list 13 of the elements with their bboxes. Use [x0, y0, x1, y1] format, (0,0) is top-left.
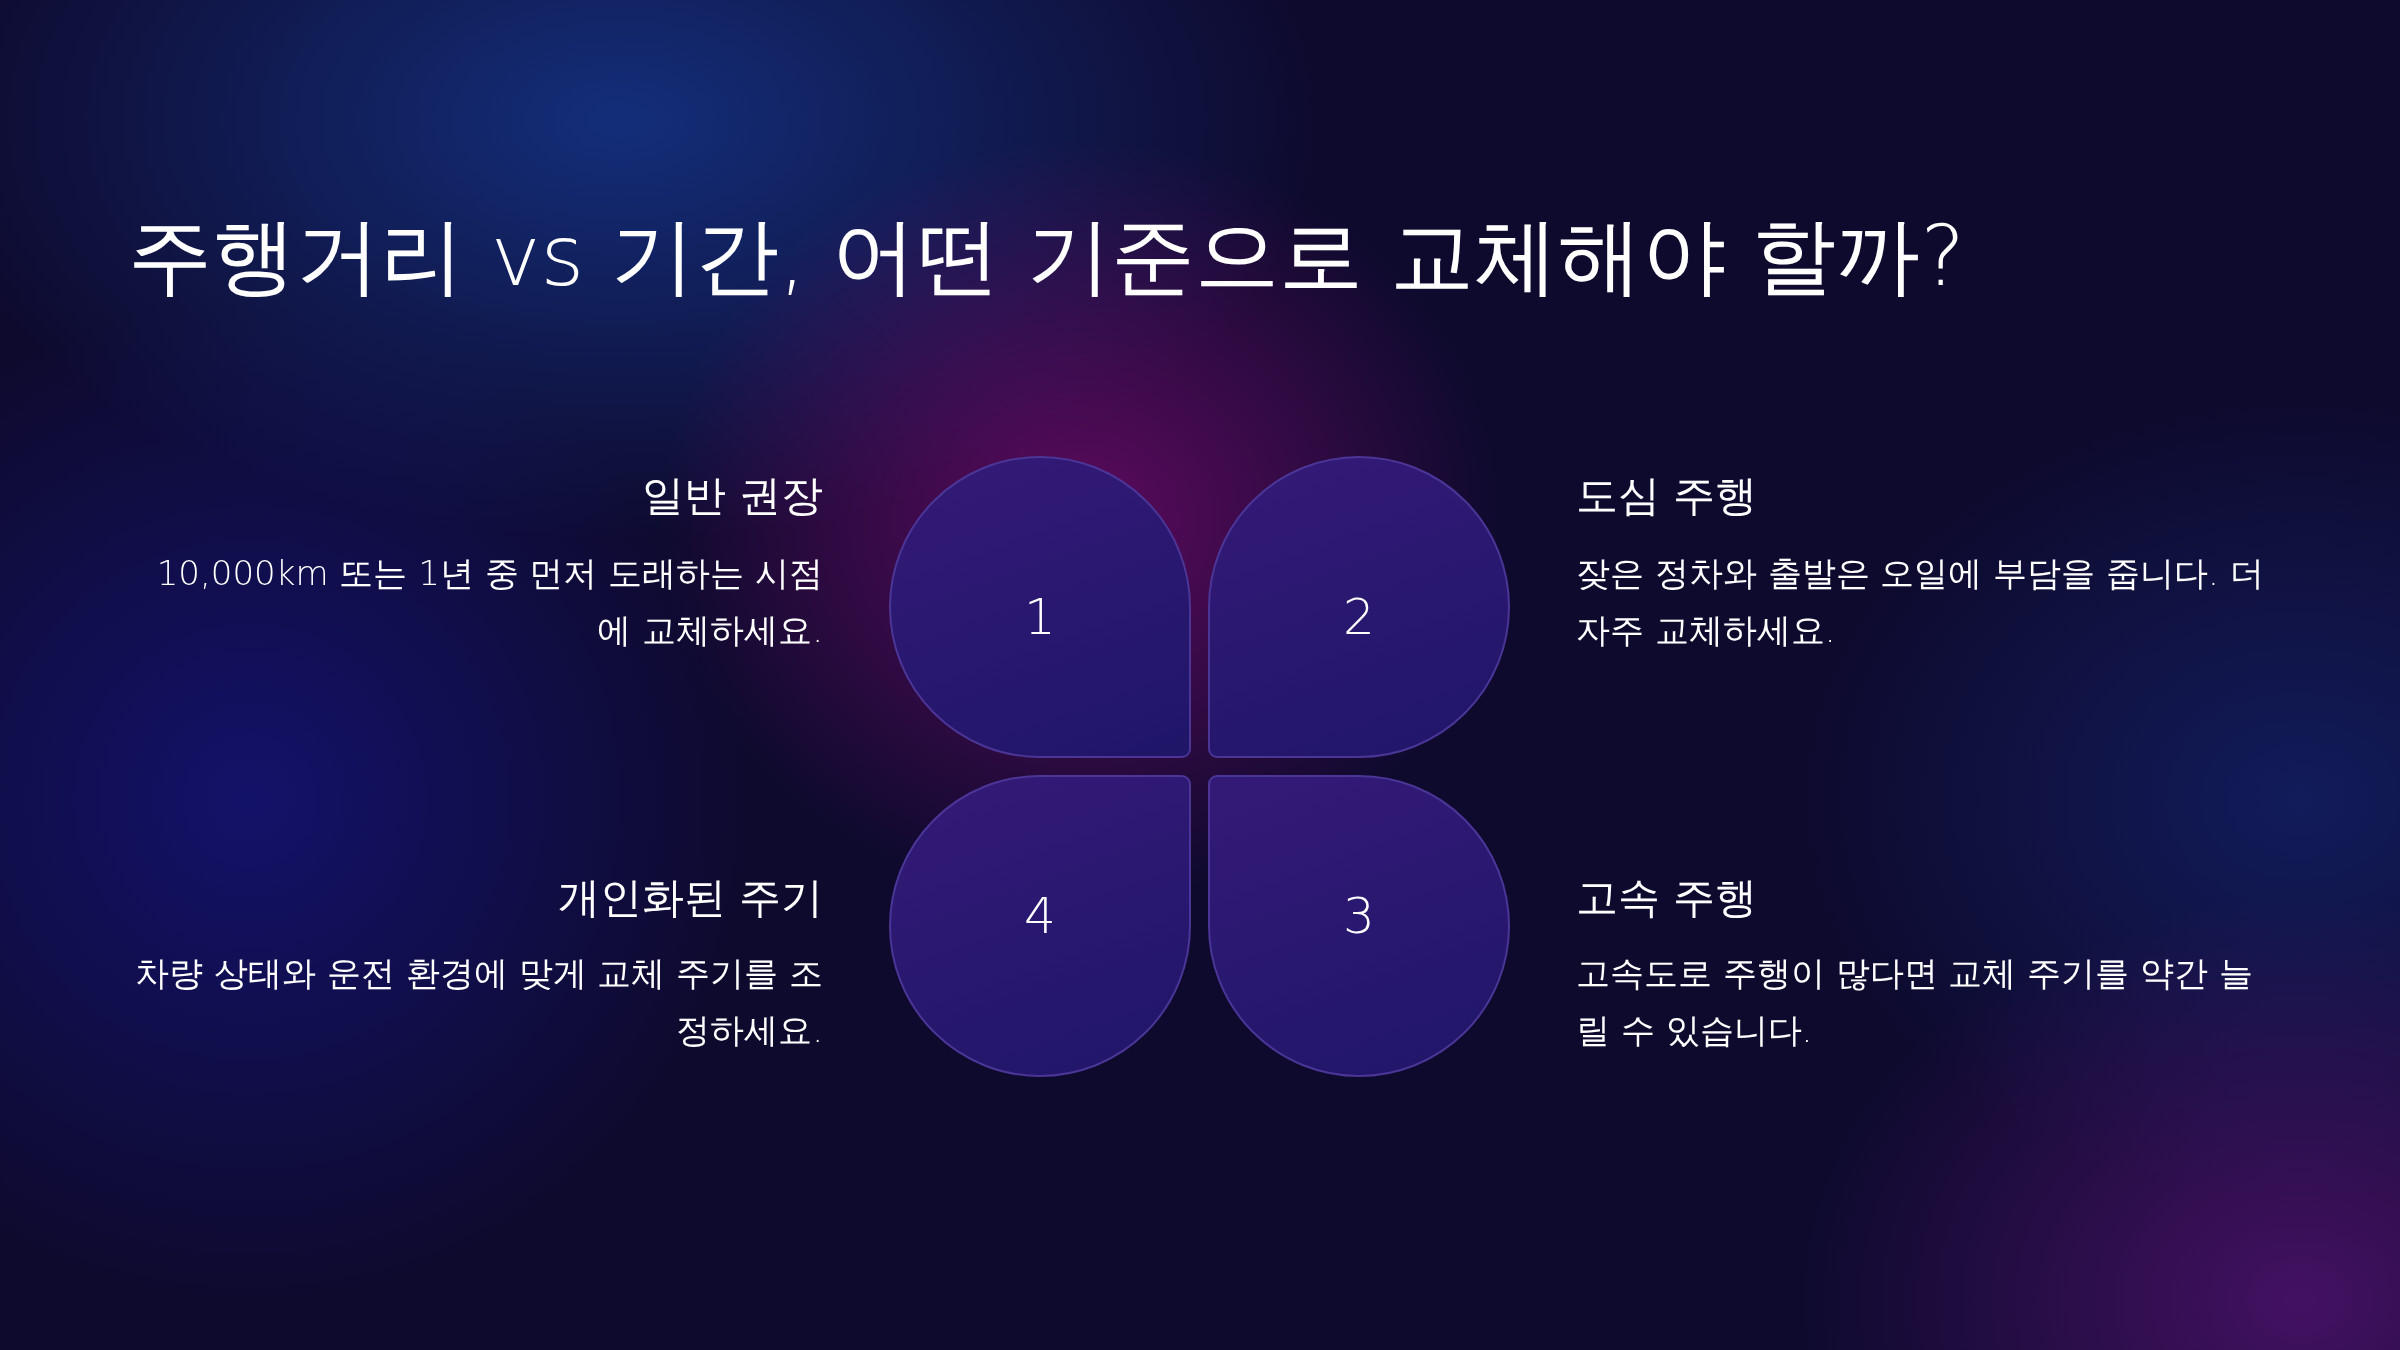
step-heading: 도심 주행 [1576, 470, 1759, 522]
petal-shape: 1 [889, 456, 1191, 758]
step-description: 고속도로 주행이 많다면 교체 주기를 약간 늘릴 수 있습니다. [1576, 952, 2254, 1052]
step-heading: 개인화된 주기 [556, 872, 823, 924]
step-heading: 고속 주행 [1576, 872, 1759, 924]
step-heading: 일반 권장 [640, 470, 823, 522]
step-description: 잦은 정차와 출발은 오일에 부담을 줍니다. 더 자주 교체하세요. [1576, 552, 2265, 652]
title: 주행거리 vs 기간, 어떤 기준으로 교체해야 할까? [128, 206, 1965, 307]
petal-shape: 2 [1208, 456, 1510, 758]
petal-shape: 3 [1208, 775, 1510, 1077]
step-description: 10,000km 또는 1년 중 먼저 도래하는 시점에 교체하세요. [155, 552, 823, 652]
step-description: 차량 상태와 운전 환경에 맞게 교체 주기를 조정하세요. [134, 952, 823, 1052]
petal-shape: 4 [889, 775, 1191, 1077]
